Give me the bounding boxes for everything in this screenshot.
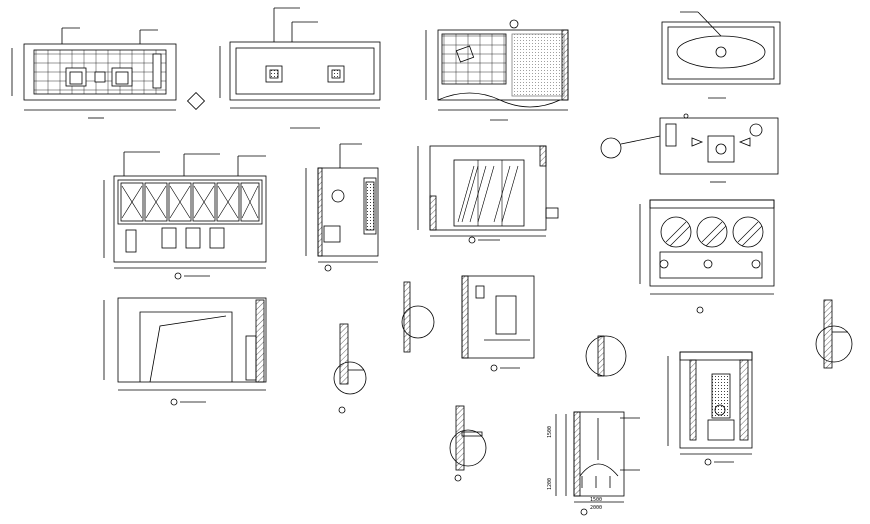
dimension-text: 1500 — [547, 425, 553, 438]
ceiling-plan-fixtures — [600, 113, 779, 183]
dimension-text: 1200 — [547, 477, 553, 490]
elevation-b-wall-with-frames — [219, 7, 381, 129]
detail-shelf — [620, 417, 640, 471]
elevation-doorway-frame — [103, 297, 267, 406]
detail-corner-3 — [815, 299, 853, 369]
plan-room-layout — [425, 19, 569, 121]
elevation-round-windows — [639, 199, 775, 314]
section-side-panel — [305, 143, 379, 272]
elevation-a-wall-with-chairs — [11, 27, 206, 119]
section-chandelier — [555, 335, 627, 516]
detail-corner-2 — [449, 405, 487, 482]
scale-text: 1500 — [590, 497, 603, 503]
elevation-fireplace — [667, 351, 753, 466]
detail-corner-1 — [333, 323, 367, 414]
ceiling-plan-oval — [661, 11, 781, 99]
elevation-glass-door — [417, 145, 559, 244]
elevation-wine-rack — [103, 151, 267, 280]
dimension-text: 2000 — [590, 505, 603, 511]
detail-wall-fixture — [401, 275, 535, 372]
